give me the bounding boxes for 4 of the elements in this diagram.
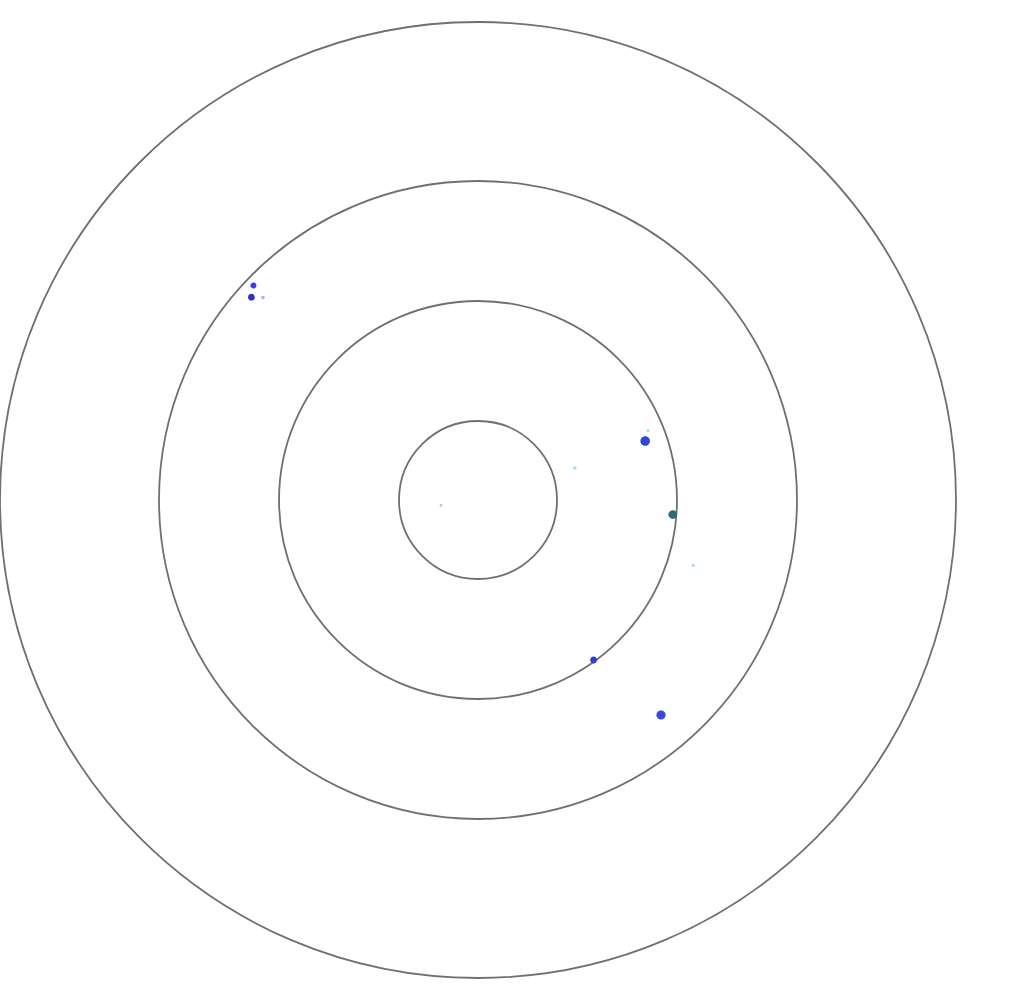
circle xyxy=(278,300,678,700)
circle xyxy=(0,21,957,979)
circle xyxy=(158,180,798,820)
circle xyxy=(398,420,558,580)
